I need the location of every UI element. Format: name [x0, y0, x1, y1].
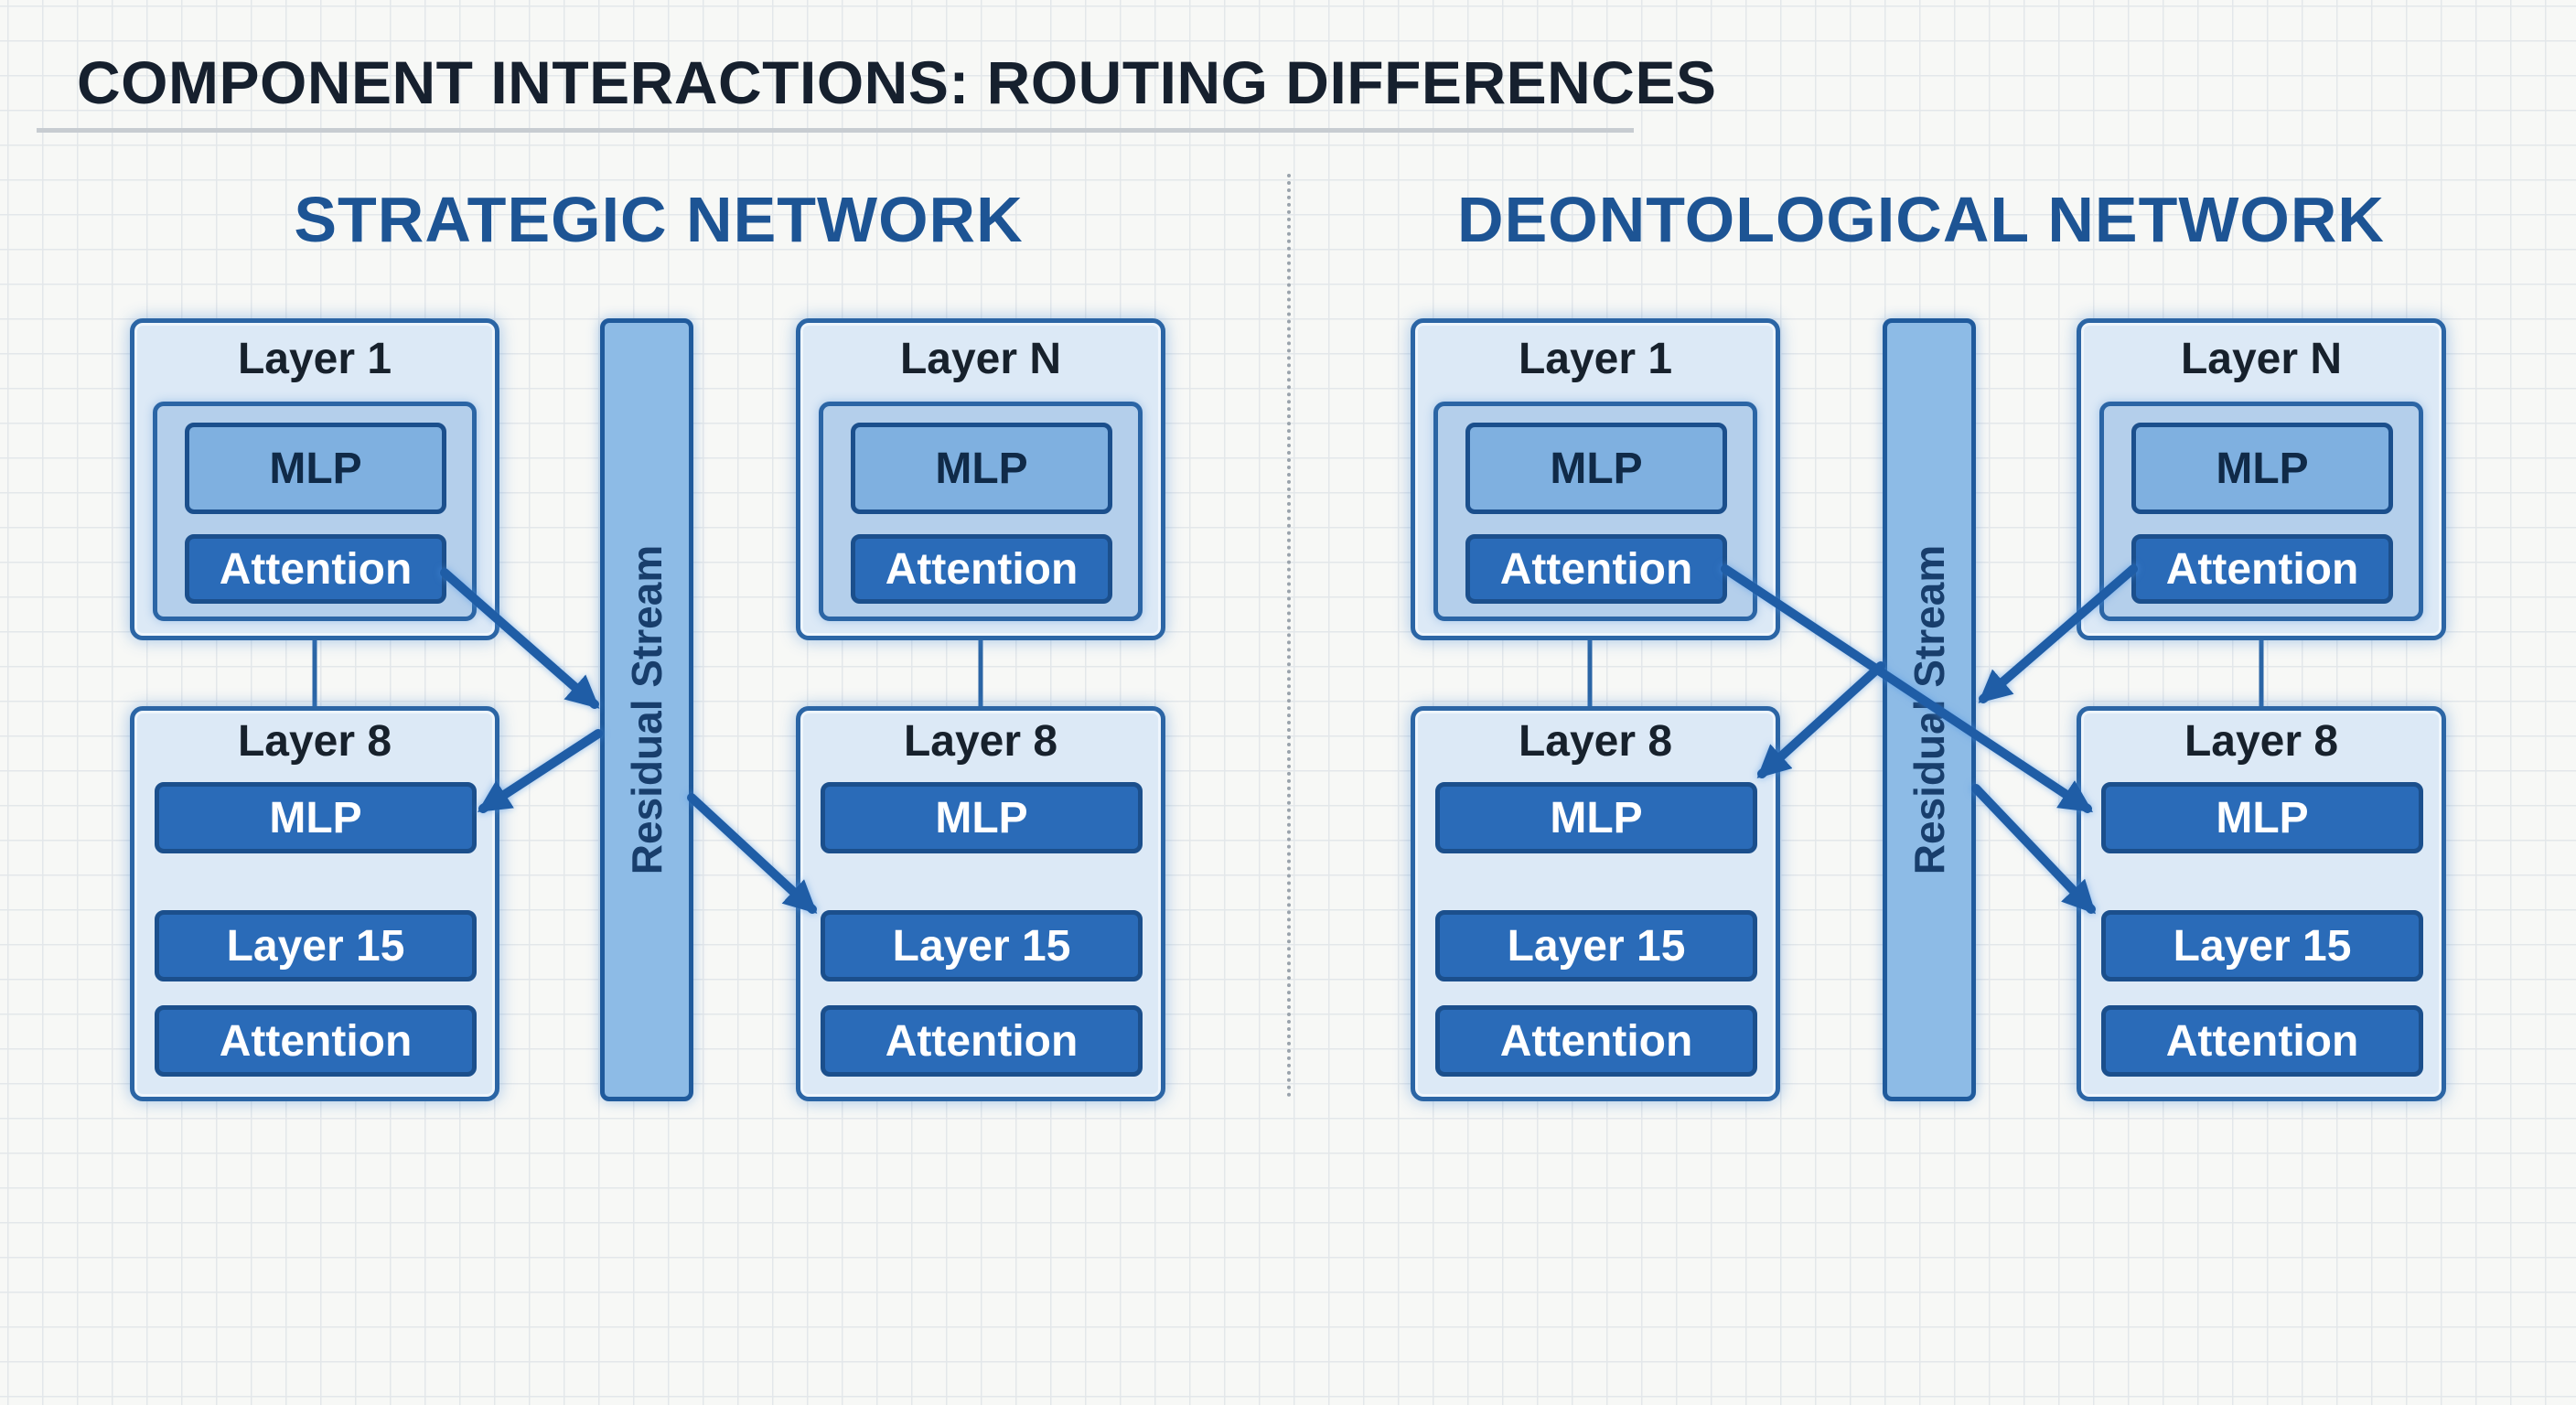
mlp-block[interactable]: MLP: [155, 782, 477, 853]
layer-label: Layer 1: [237, 335, 392, 383]
strategic-layer1-panel: Layer 1 MLP Attention: [130, 318, 499, 640]
page-title: COMPONENT INTERACTIONS: ROUTING DIFFEREN…: [77, 48, 1717, 116]
attention-block[interactable]: Attention: [821, 1005, 1143, 1077]
layer15-block[interactable]: Layer 15: [155, 910, 477, 981]
strategic-layerN-panel: Layer N MLP Attention: [796, 318, 1165, 640]
residual-stream-label: Residual Stream: [623, 544, 671, 875]
layerN-inner-block: MLP Attention: [819, 402, 1143, 621]
deontological-layer8-panel: Layer 8 MLP Layer 15 Attention: [1411, 706, 1780, 1101]
mlp-block[interactable]: MLP: [1465, 423, 1727, 514]
residual-stream-label: Residual Stream: [1905, 544, 1953, 875]
layer-label: Layer 8: [237, 717, 392, 766]
layer1-inner-block: MLP Attention: [153, 402, 477, 621]
deontological-layerN-panel: Layer N MLP Attention: [2077, 318, 2446, 640]
mlp-block[interactable]: MLP: [185, 423, 446, 514]
mlp-block[interactable]: MLP: [2101, 782, 2423, 853]
layer-label: Layer 8: [1518, 717, 1673, 766]
attention-block[interactable]: Attention: [1435, 1005, 1757, 1077]
deontological-network-title: DEONTOLOGICAL NETWORK: [1457, 184, 2385, 255]
title-underline: [37, 128, 1634, 133]
deontological-right-layer8-panel: Layer 8 MLP Layer 15 Attention: [2077, 706, 2446, 1101]
layer-label: Layer N: [2180, 335, 2343, 383]
layer-label: Layer 8: [2184, 717, 2339, 766]
layer-label: Layer 8: [903, 717, 1058, 766]
arrow-residual-stream-to-layer8-mlp: [477, 729, 603, 813]
attention-block[interactable]: Attention: [185, 534, 446, 604]
layerN-inner-block: MLP Attention: [2099, 402, 2423, 621]
arrow-residual-stream-to-right-layer15: [1971, 784, 2096, 915]
strategic-network-title: STRATEGIC NETWORK: [294, 184, 1024, 255]
layer-label: Layer N: [899, 335, 1062, 383]
strategic-residual-stream: Residual Stream: [600, 318, 693, 1101]
mlp-block[interactable]: MLP: [851, 423, 1112, 514]
strategic-right-layer8-panel: Layer 8 MLP Layer 15 Attention: [796, 706, 1165, 1101]
deontological-residual-stream: Residual Stream: [1883, 318, 1976, 1101]
layer15-block[interactable]: Layer 15: [821, 910, 1143, 981]
layer-label: Layer 1: [1518, 335, 1673, 383]
mlp-block[interactable]: MLP: [2131, 423, 2393, 514]
layer15-block[interactable]: Layer 15: [1435, 910, 1757, 981]
mlp-block[interactable]: MLP: [821, 782, 1143, 853]
layer15-block[interactable]: Layer 15: [2101, 910, 2423, 981]
deontological-layer1-panel: Layer 1 MLP Attention: [1411, 318, 1780, 640]
arrow-residual-stream-to-layer15: [687, 793, 818, 914]
attention-block[interactable]: Attention: [851, 534, 1112, 604]
attention-block[interactable]: Attention: [2131, 534, 2393, 604]
mlp-block[interactable]: MLP: [1435, 782, 1757, 853]
attention-block[interactable]: Attention: [1465, 534, 1727, 604]
layer1-inner-block: MLP Attention: [1433, 402, 1757, 621]
section-divider: [1287, 174, 1291, 1098]
attention-block[interactable]: Attention: [155, 1005, 477, 1077]
attention-block[interactable]: Attention: [2101, 1005, 2423, 1077]
strategic-layer8-panel: Layer 8 MLP Layer 15 Attention: [130, 706, 499, 1101]
